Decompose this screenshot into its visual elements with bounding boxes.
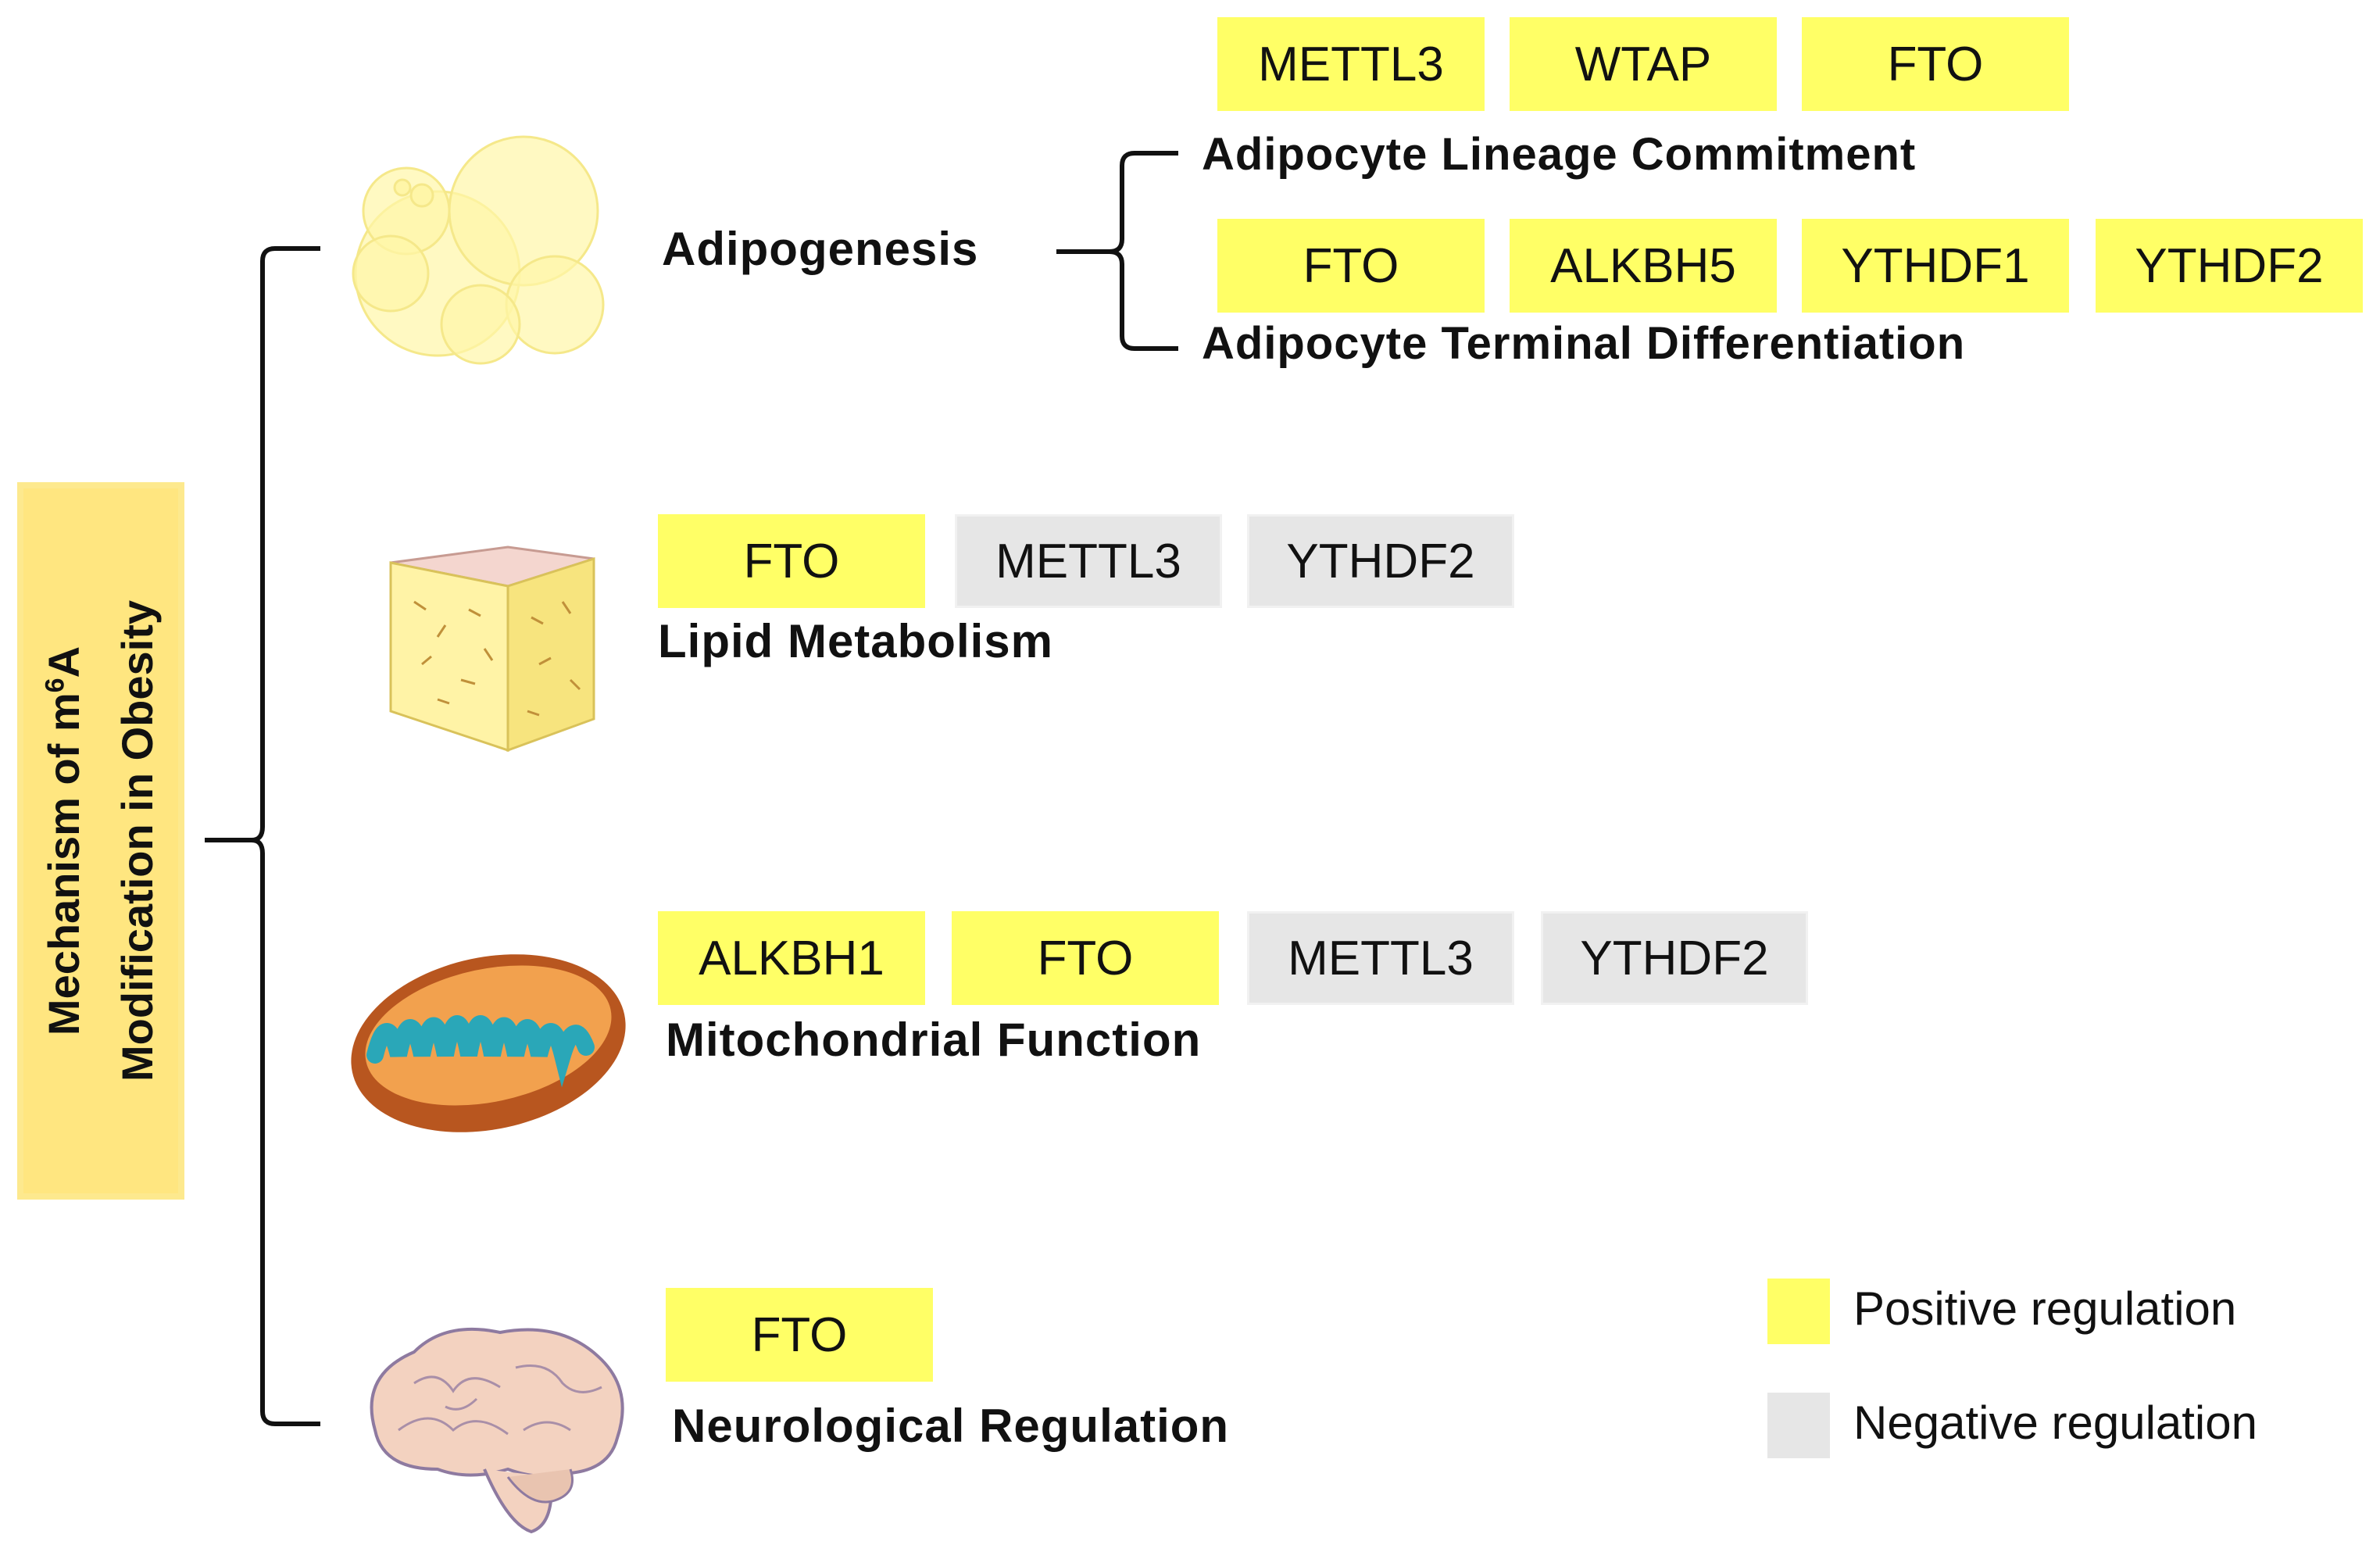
root-title: Mechanism of m6A Modification in Obesity: [27, 600, 174, 1082]
tag-lipid-3: YTHDF2: [1247, 514, 1514, 608]
root-title-line2: Modification in Obesity: [113, 599, 162, 1082]
legend-negative-swatch: [1767, 1393, 1830, 1458]
tag-mito-4: YTHDF2: [1541, 911, 1808, 1005]
tag-commitment-1: METTL3: [1217, 17, 1485, 111]
tag-mito-1: ALKBH1: [658, 911, 925, 1005]
tag-differentiation-4: YTHDF2: [2096, 219, 2363, 313]
tag-mito-2: FTO: [952, 911, 1219, 1005]
adipogenesis-label: Adipogenesis: [662, 223, 979, 275]
tag-neuro-1: FTO: [666, 1288, 933, 1382]
root-title-line1: Mechanism of m: [39, 692, 88, 1036]
root-title-superscript: 6: [40, 678, 70, 693]
main-bracket: [205, 246, 320, 1426]
legend-negative-label: Negative regulation: [1853, 1397, 2258, 1449]
legend-positive-label: Positive regulation: [1853, 1282, 2237, 1335]
commitment-label: Adipocyte Lineage Commitment: [1202, 129, 1917, 180]
mitochondrion-icon: [351, 954, 626, 1132]
tag-differentiation-2: ALKBH5: [1510, 219, 1777, 313]
legend-positive-swatch: [1767, 1279, 1830, 1344]
differentiation-label: Adipocyte Terminal Differentiation: [1202, 318, 1966, 369]
root-box: Mechanism of m6A Modification in Obesity: [17, 482, 184, 1200]
tag-differentiation-1: FTO: [1217, 219, 1485, 313]
tag-mito-3: METTL3: [1247, 911, 1514, 1005]
tag-commitment-2: WTAP: [1510, 17, 1777, 111]
lipid-label: Lipid Metabolism: [658, 615, 1054, 667]
adipocyte-cluster-icon: [352, 135, 605, 365]
adipogenesis-bracket: [1056, 151, 1178, 351]
mito-label: Mitochondrial Function: [666, 1014, 1202, 1066]
neuro-label: Neurological Regulation: [672, 1400, 1230, 1452]
root-title-line1-suffix: A: [39, 646, 88, 678]
tag-differentiation-3: YTHDF1: [1802, 219, 2069, 313]
tag-lipid-1: FTO: [658, 514, 925, 608]
tag-lipid-2: METTL3: [955, 514, 1222, 608]
adipose-tissue-block-icon: [389, 545, 595, 753]
tag-commitment-3: FTO: [1802, 17, 2069, 111]
brain-icon: [370, 1327, 624, 1534]
